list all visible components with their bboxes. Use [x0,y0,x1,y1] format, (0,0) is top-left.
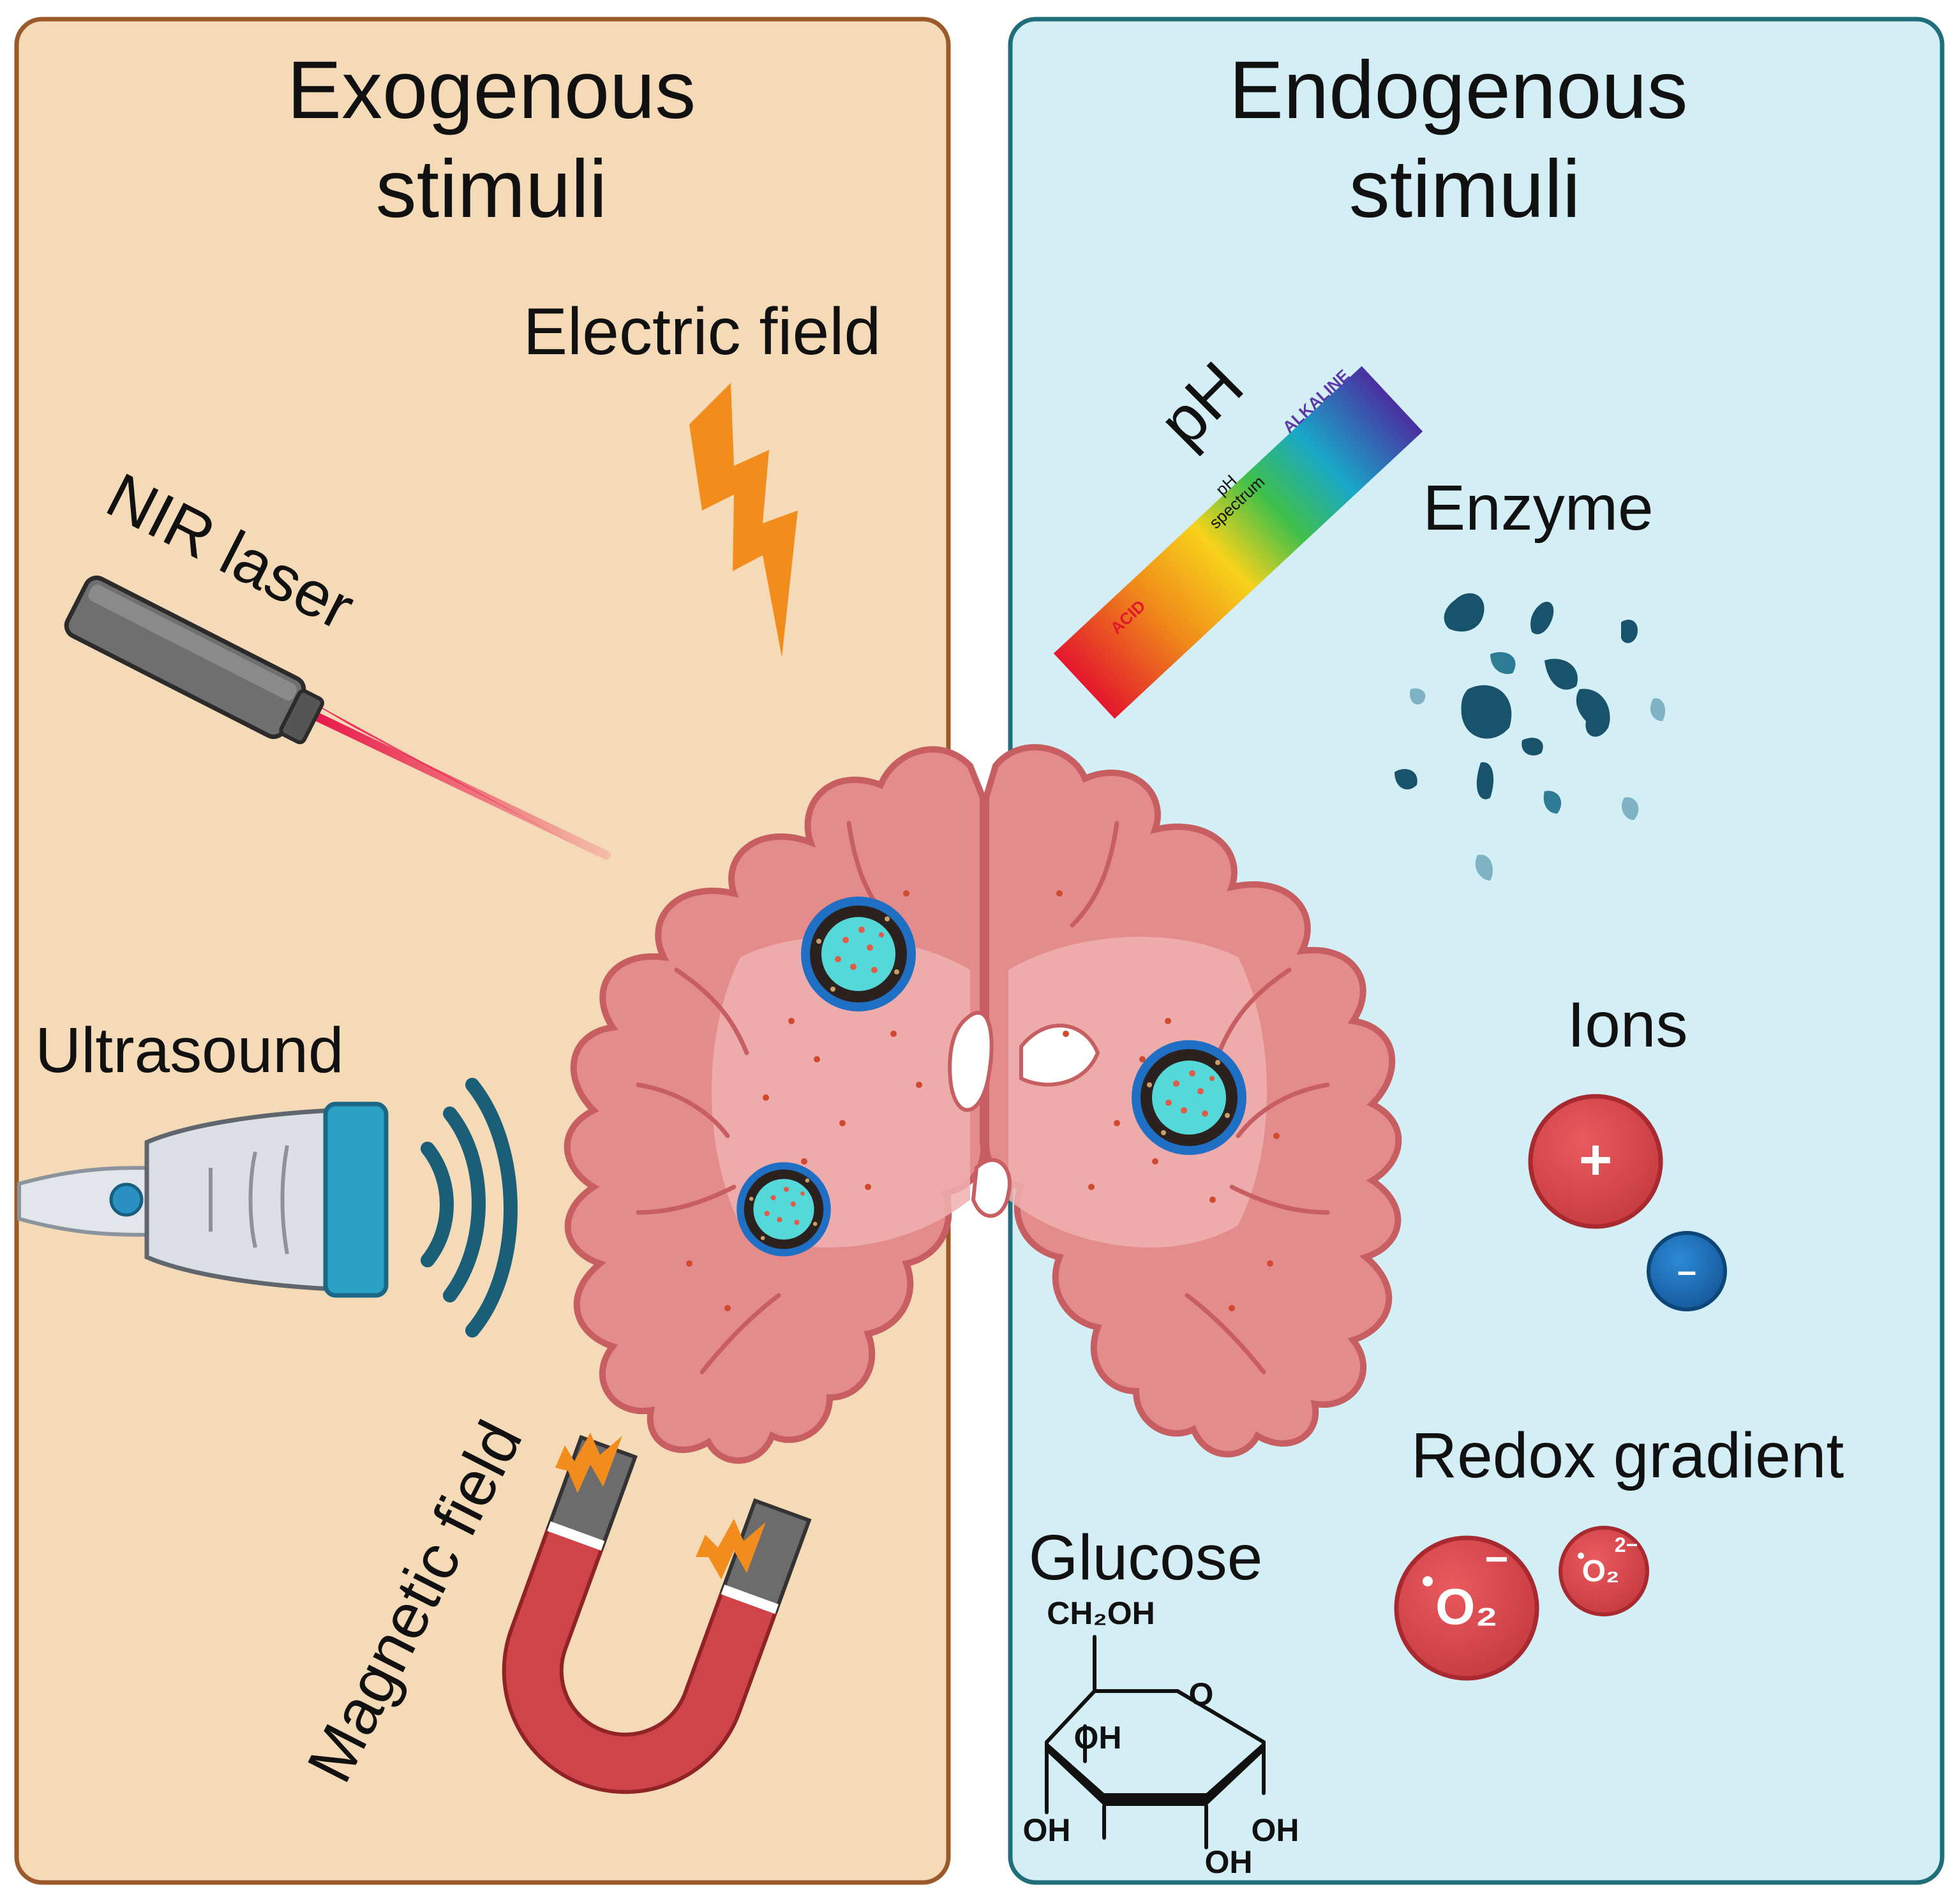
exogenous-title-line1: Exogenous [287,45,696,136]
glucose-label: Glucose [1029,1522,1263,1593]
superoxide-icon: O₂ − [1394,1535,1539,1681]
svg-text:–: – [1677,1252,1696,1290]
enzyme-label: Enzyme [1423,472,1653,544]
positive-ion-icon: + [1528,1094,1663,1229]
ultrasound-probe-icon [17,1101,389,1298]
svg-text:+: + [1579,1128,1613,1192]
peroxide-icon: O₂ 2− [1559,1526,1649,1616]
nanoparticle-icon [737,1162,831,1256]
ions-label: Ions [1567,989,1687,1061]
spark-icon [696,1519,766,1579]
exogenous-title-line2: stimuli [376,144,608,235]
svg-text:2−: 2− [1615,1533,1638,1556]
svg-text:O₂: O₂ [1582,1554,1620,1588]
glucose-oh-left: OH [1023,1812,1071,1848]
endogenous-title-line1: Endogenous [1229,45,1688,136]
electric-field-label: Electric field [523,295,881,369]
laser-pointer-icon [64,575,611,860]
nanoparticle-icon [1132,1040,1246,1155]
svg-text:O₂: O₂ [1435,1578,1498,1635]
horseshoe-magnet-icon [502,1433,812,1794]
glucose-ring-o: O [1189,1676,1214,1712]
nanoparticle-icon [801,897,916,1011]
ultrasound-label: Ultrasound [35,1015,344,1086]
ultrasound-waves [421,1078,518,1338]
negative-ion-icon: – [1647,1231,1727,1311]
enzyme-fragments-icon [1395,593,1666,881]
glucose-ch2oh: CH₂OH [1047,1595,1155,1631]
redox-gradient-label: Redox gradient [1411,1420,1844,1491]
ph-strip-icon [1053,366,1423,719]
lightning-icon [689,383,798,657]
spark-icon [555,1433,622,1493]
svg-text:−: − [1485,1536,1508,1582]
glucose-oh-top: OH [1074,1720,1122,1756]
glucose-structure-icon [1045,1635,1266,1849]
glucose-oh-right: OH [1252,1812,1299,1848]
glucose-oh-bottom: OH [1205,1844,1253,1880]
endogenous-title-line2: stimuli [1349,144,1581,235]
